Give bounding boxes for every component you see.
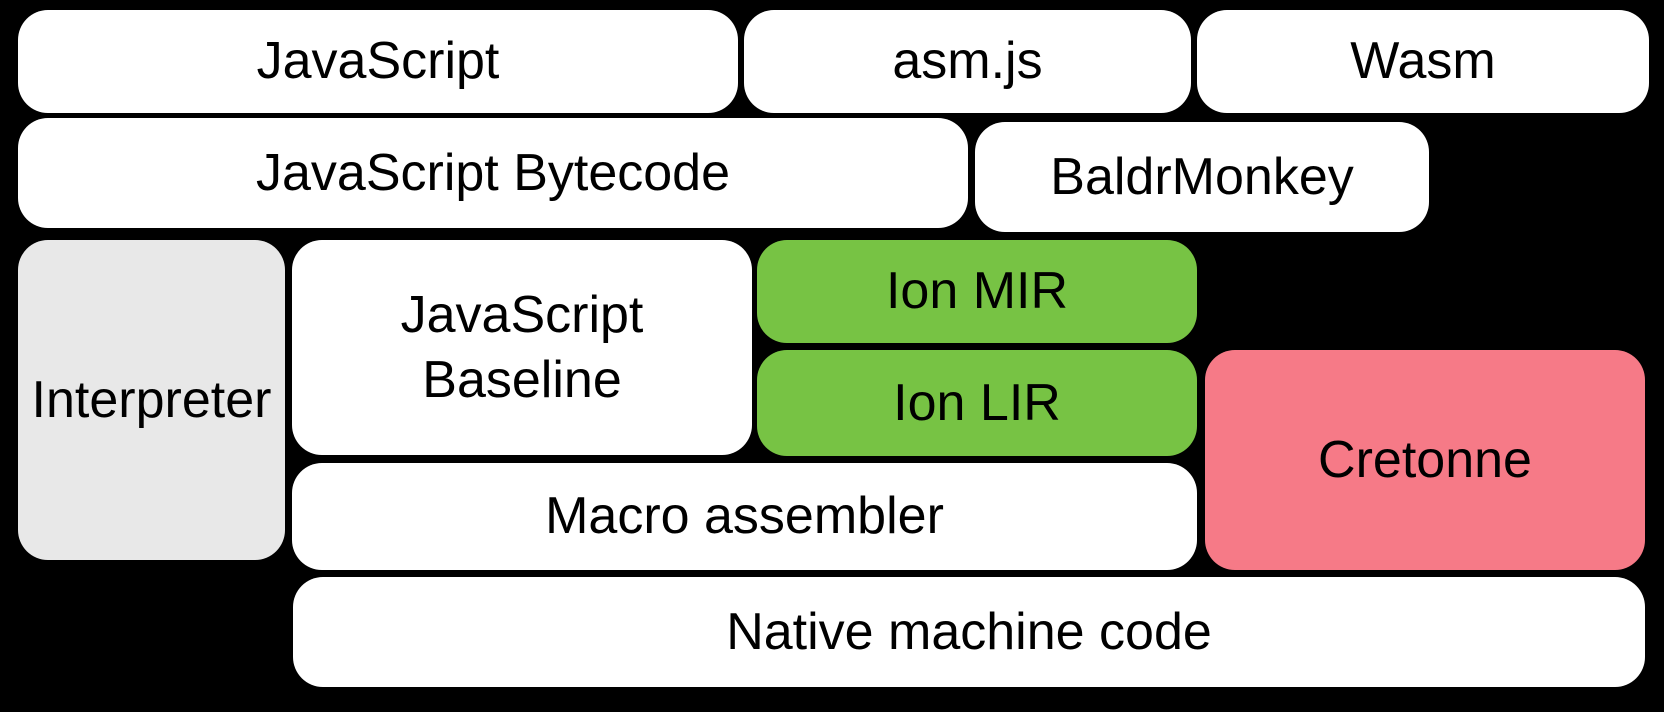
box-javascript-bytecode: JavaScript Bytecode [18,118,968,228]
box-macro-assembler-label: Macro assembler [545,487,944,545]
box-native-machine-code: Native machine code [293,577,1645,687]
box-javascript: JavaScript [18,10,738,113]
box-macro-assembler: Macro assembler [292,463,1197,570]
box-ion-lir-label: Ion LIR [893,373,1061,432]
box-native-machine-code-label: Native machine code [726,602,1212,661]
box-baldrmonkey-label: BaldrMonkey [1050,147,1354,206]
box-javascript-baseline: JavaScript Baseline [292,240,752,455]
box-interpreter-label: Interpreter [31,370,272,429]
box-asmjs-label: asm.js [892,32,1043,90]
box-cretonne-label: Cretonne [1318,430,1532,489]
box-javascript-bytecode-label: JavaScript Bytecode [255,143,731,202]
box-ion-mir-label: Ion MIR [885,262,1069,320]
box-ion-mir: Ion MIR [757,240,1197,343]
box-javascript-baseline-label: JavaScript Baseline [400,285,644,409]
box-interpreter: Interpreter [18,240,285,560]
box-baldrmonkey: BaldrMonkey [975,122,1429,232]
box-cretonne: Cretonne [1205,350,1645,570]
box-wasm: Wasm [1197,10,1649,113]
box-asmjs: asm.js [744,10,1191,113]
box-ion-lir: Ion LIR [757,350,1197,456]
box-javascript-label: JavaScript [256,32,500,90]
box-wasm-label: Wasm [1350,32,1496,90]
